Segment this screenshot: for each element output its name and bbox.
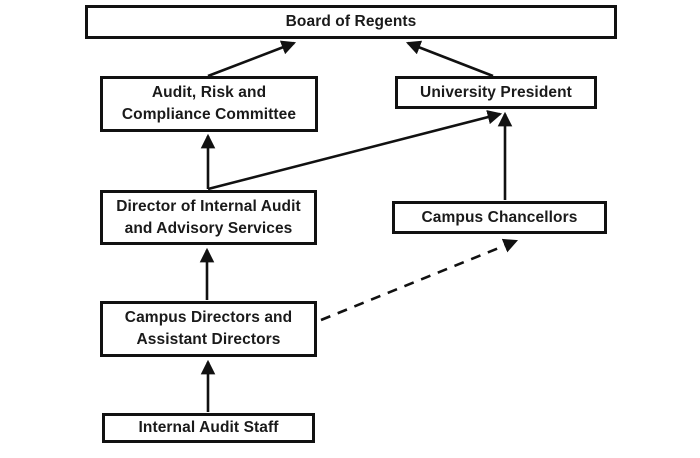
- edge-president-to-board: [405, 40, 494, 78]
- node-university-president: University President: [395, 76, 597, 109]
- edge-campus-directors-to-chancellors-dashed: [320, 238, 519, 322]
- node-label: Director of Internal Audit: [116, 197, 301, 215]
- node-audit-risk-compliance-committee: Audit, Risk and Compliance Committee: [100, 76, 318, 132]
- edge-audit-committee-to-board: [207, 40, 297, 78]
- node-label: Board of Regents: [285, 13, 417, 30]
- node-label: and Advisory Services: [124, 219, 293, 237]
- node-label: Compliance Committee: [121, 106, 297, 123]
- node-board-of-regents: Board of Regents: [85, 5, 617, 39]
- node-label: University President: [420, 83, 572, 101]
- node-label: Campus Chancellors: [421, 208, 578, 226]
- node-director-internal-audit: Director of Internal Audit and Advisory …: [100, 190, 317, 245]
- node-campus-directors: Campus Directors and Assistant Directors: [100, 301, 317, 357]
- node-label: Assistant Directors: [136, 331, 281, 348]
- node-internal-audit-staff: Internal Audit Staff: [102, 413, 315, 443]
- node-label: Audit, Risk and: [151, 84, 267, 101]
- node-campus-chancellors: Campus Chancellors: [392, 201, 607, 234]
- node-label: Campus Directors and: [124, 309, 293, 326]
- node-label: Internal Audit Staff: [138, 419, 279, 436]
